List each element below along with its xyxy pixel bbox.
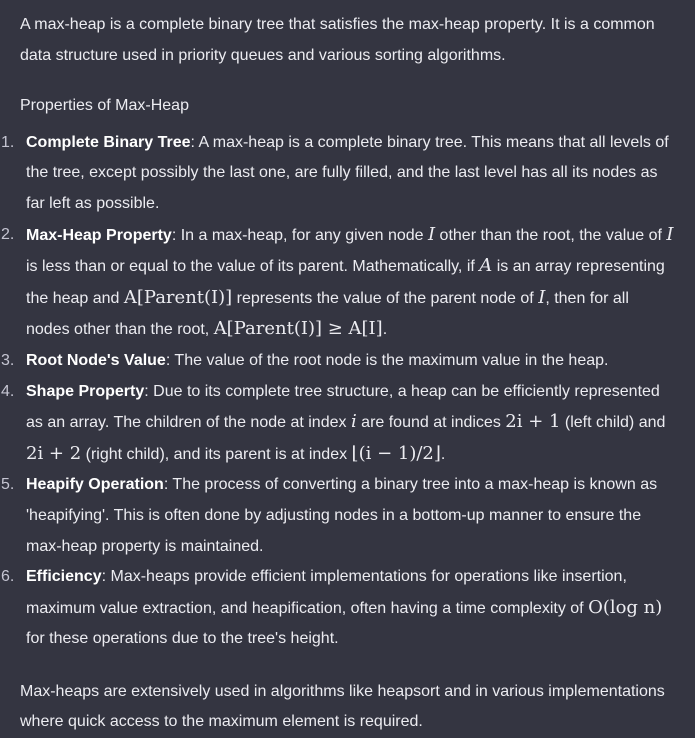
- item-text: are found at indices: [356, 414, 506, 432]
- math-expression: ⌊(i − 1)/2⌋: [351, 442, 441, 464]
- list-item-max-heap-property: 2. Max-Heap Property: In a max-heap, for…: [1, 220, 675, 346]
- item-title: Root Node's Value: [26, 351, 166, 369]
- item-text: is an array representing the heap and: [26, 258, 665, 307]
- list-number: 6.: [1, 568, 15, 586]
- list-number: 3.: [1, 351, 15, 369]
- item-title: Shape Property: [26, 382, 145, 400]
- list-number: 5.: [1, 476, 15, 494]
- outro-paragraph: Max-heaps are extensively used in algori…: [20, 682, 665, 731]
- intro-paragraph: A max-heap is a complete binary tree tha…: [20, 16, 655, 64]
- math-expression: 2i + 1: [505, 411, 561, 433]
- item-text: : The process of converting a binary tre…: [26, 476, 658, 555]
- item-text: (right child), and its parent is at inde…: [81, 445, 352, 463]
- message-content: A max-heap is a complete binary tree tha…: [1, 16, 675, 731]
- properties-list: 1. Complete Binary Tree: A max-heap is a…: [1, 128, 675, 655]
- math-expression: i: [350, 411, 357, 433]
- item-text: other than the root, the value of: [435, 226, 667, 244]
- item-text: (left child) and: [560, 414, 666, 432]
- list-item-root-node-value: 3. Root Node's Value: The value of the r…: [1, 346, 675, 377]
- item-text: : Max-heaps provide efficient implementa…: [26, 568, 627, 617]
- math-expression: A[Parent(I)]: [123, 286, 233, 308]
- item-text: .: [440, 445, 446, 463]
- math-expression: 2i + 2: [26, 442, 82, 464]
- list-item-shape-property: 4. Shape Property: Due to its complete t…: [1, 377, 675, 471]
- item-text: .: [382, 321, 388, 339]
- list-number: 1.: [1, 133, 15, 151]
- math-expression: I: [427, 223, 436, 245]
- section-heading: Properties of Max-Heap: [20, 97, 189, 115]
- list-item-efficiency: 6. Efficiency: Max-heaps provide efficie…: [1, 562, 675, 655]
- item-title: Complete Binary Tree: [26, 133, 191, 151]
- item-text: represents the value of the parent node …: [232, 289, 539, 307]
- math-expression: A: [479, 255, 493, 277]
- math-expression: I: [666, 223, 674, 245]
- list-number: 2.: [1, 225, 15, 243]
- item-text: : In a max-heap, for any given node: [171, 226, 428, 244]
- math-expression: O(log n): [588, 596, 663, 618]
- list-item-heapify-operation: 5. Heapify Operation: The process of con…: [1, 470, 675, 562]
- math-expression: A[Parent(I)] ≥ A[I]: [213, 318, 383, 340]
- item-text: : Due to its complete tree structure, a …: [26, 382, 660, 432]
- item-title: Efficiency: [26, 568, 102, 586]
- item-text: , then for all nodes other than the root…: [26, 289, 629, 339]
- item-text: for these operations due to the tree's h…: [26, 630, 339, 648]
- item-title: Heapify Operation: [26, 476, 164, 494]
- item-text: is less than or equal to the value of it…: [26, 258, 480, 276]
- math-expression: I: [538, 286, 546, 308]
- item-text: : The value of the root node is the maxi…: [165, 351, 609, 369]
- list-number: 4.: [1, 382, 15, 400]
- item-title: Max-Heap Property: [26, 226, 172, 244]
- list-item-complete-binary-tree: 1. Complete Binary Tree: A max-heap is a…: [1, 128, 675, 220]
- item-text: : A max-heap is a complete binary tree. …: [26, 133, 669, 212]
